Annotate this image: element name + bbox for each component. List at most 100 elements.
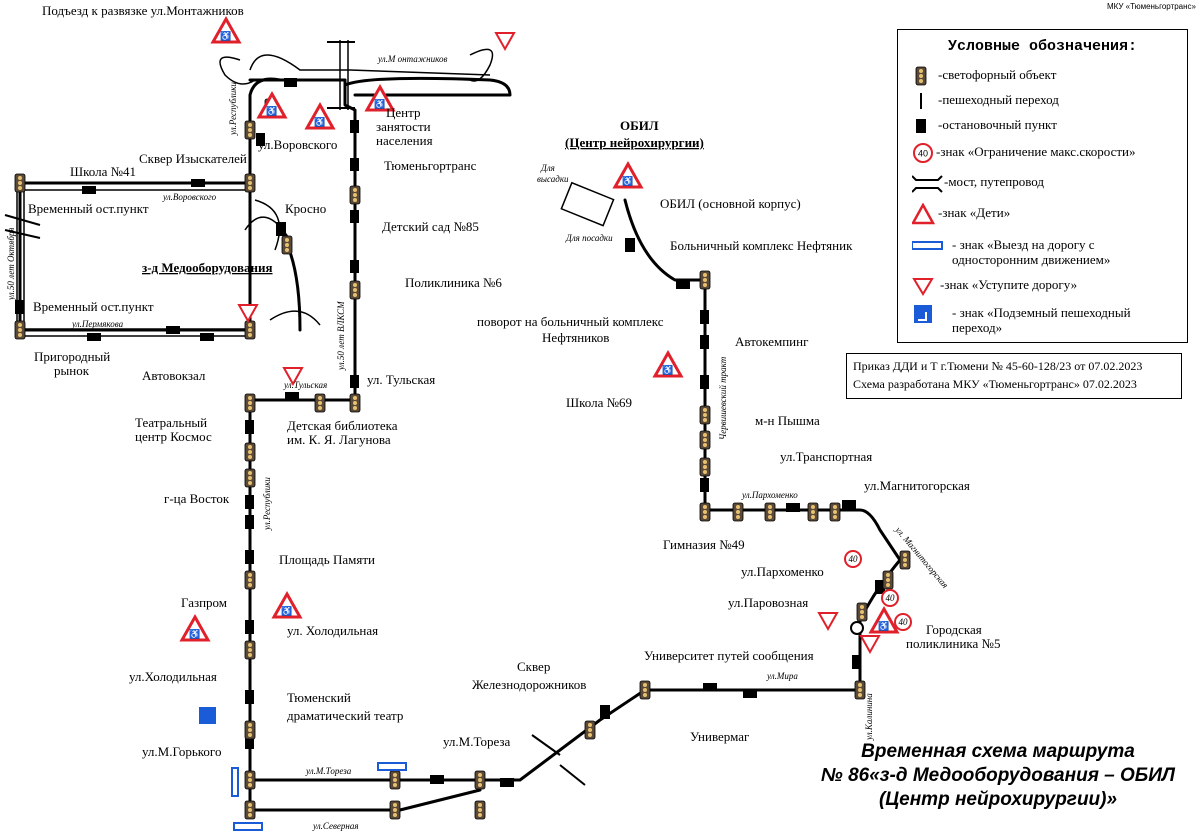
stop-label: Сквер [517, 659, 550, 674]
children-sign-icon [912, 203, 936, 225]
stop-label: Универмаг [690, 729, 749, 744]
stop-label: ОБИЛ (основной корпус) [660, 196, 801, 211]
zone-label: высадки [537, 174, 569, 184]
legend-text: -знак «Уступите дорогу» [940, 277, 1078, 292]
stop-label: ул.М.Горького [142, 744, 221, 759]
stop-label: ул. Холодильная [287, 623, 378, 638]
legend-text: -знак «Ограничение макс.скорости» [936, 144, 1136, 159]
stop-label: Временный ост.пункт [33, 299, 154, 314]
map-labels: Подъезд к развязке ул.Монтажников ул.Вор… [6, 3, 1000, 831]
stop-label: центр Космос [135, 429, 212, 444]
legend: Условные обозначения: -светофорный объек… [897, 29, 1188, 343]
stop-label: ул.Магнитогорская [864, 478, 970, 493]
stop-label: занятости [376, 119, 431, 134]
stop-label: Больничный комплекс Нефтяник [670, 238, 853, 253]
stop-label: поликлиника №5 [906, 636, 1000, 651]
pedestrian-crossing-icon [920, 93, 922, 109]
stop-label: ул.Транспортная [780, 449, 872, 464]
give-way-sign-icon [912, 278, 934, 296]
street-label: ул.Тульская [283, 380, 327, 390]
scheme-title-line: (Центр нейрохирургии)» [878, 789, 1118, 810]
stop-label: Центр [386, 105, 420, 120]
stop-label: драматический театр [287, 708, 403, 723]
legend-text: -пешеходный переход [938, 92, 1059, 107]
legend-text: -светофорный объект [938, 67, 1057, 82]
terminal-label: (Центр нейрохирургии) [565, 135, 704, 150]
legend-text: -знак «Дети» [938, 205, 1011, 220]
stop-label: Подъезд к развязке ул.Монтажников [42, 3, 244, 18]
stop-label: Тюменский [287, 690, 351, 705]
stop-label: ул.Холодильная [129, 669, 217, 684]
street-label: ул.Мира [766, 671, 798, 681]
street-label: ул.Пархоменко [741, 490, 798, 500]
stop-label: Поликлиника №6 [405, 275, 502, 290]
order-line: Схема разработана МКУ «Тюменьгортранс» 0… [853, 377, 1137, 391]
street-label: ул.Северная [312, 821, 359, 831]
speed-sign-value: 40 [886, 593, 896, 603]
speed-sign-value: 40 [918, 149, 928, 159]
order-box: Приказ ДДИ и Т г.Тюмени № 45-60-128/23 о… [846, 353, 1182, 399]
stop-label: Нефтяников [542, 330, 609, 345]
speed-sign-value: 40 [899, 617, 909, 627]
road-signs: 40 40 40 [180, 17, 912, 831]
stop-label: Пригородный [34, 349, 110, 364]
terminal-label: ОБИЛ [620, 118, 659, 133]
bus-stop-icon [916, 119, 926, 133]
street-label: ул.Калинина [864, 693, 874, 741]
stop-label: Школа №41 [70, 164, 136, 179]
stop-label: Кросно [285, 201, 326, 216]
stop-label: ул. Тульская [367, 372, 435, 387]
organization-header: МКУ «Тюменьгортранс» [1106, 2, 1196, 11]
stop-label: Университет путей сообщения [644, 648, 814, 663]
stop-label: Газпром [181, 595, 227, 610]
legend-text: -остановочный пункт [938, 117, 1057, 132]
zone-label: Для посадки [565, 233, 613, 243]
stop-label: Театральный [135, 415, 207, 430]
street-label: ул.Республики [262, 477, 272, 531]
speed-limit-sign-icon: 40 [913, 143, 933, 163]
stop-label: поворот на больничный комплекс [477, 314, 664, 329]
stop-label: ул.М.Тореза [443, 734, 511, 749]
stop-label: ул.Воровского [258, 137, 337, 152]
legend-text: - знак «Подземный пешеходный переход» [952, 305, 1131, 335]
bridges [4, 41, 586, 786]
stop-label: Автовокзал [142, 368, 206, 383]
stop-label: Детский сад №85 [382, 219, 479, 234]
street-label: ул.Воровского [162, 192, 217, 202]
route-line [18, 76, 902, 812]
stop-label: рынок [54, 363, 90, 378]
stop-label: м-н Пышма [755, 413, 820, 428]
order-line: Приказ ДДИ и Т г.Тюмени № 45-60-128/23 о… [853, 359, 1143, 373]
street-label: Червишевский тракт [718, 356, 728, 440]
terminal-label: з-д Медооборудования [142, 260, 273, 275]
stop-label: ул.Пархоменко [741, 564, 824, 579]
scheme-title-line: Временная схема маршрута [861, 741, 1135, 762]
underground-crossing-sign-icon [914, 305, 932, 323]
stop-label: г-ца Восток [164, 491, 230, 506]
bridge-icon [912, 175, 943, 193]
zone-label: Для [540, 163, 555, 173]
stop-label: Временный ост.пункт [28, 201, 149, 216]
scheme-title: Временная схема маршрута № 86«з-д Медооб… [808, 740, 1188, 812]
stop-label: Тюменьгортранс [384, 158, 477, 173]
stop-label: Автокемпинг [735, 334, 808, 349]
street-label: ул.50 лет Октября [6, 228, 16, 301]
legend-title: Условные обозначения: [947, 38, 1138, 55]
stop-label: Гимназия №49 [663, 537, 745, 552]
stop-label: Железнодорожников [472, 677, 586, 692]
stop-label: населения [376, 133, 433, 148]
speed-sign-value: 40 [849, 554, 859, 564]
one-way-exit-sign-icon [912, 241, 943, 250]
street-label: ул.М.Тореза [305, 766, 352, 776]
stop-label: Сквер Изыскателей [139, 151, 247, 166]
stop-label: Площадь Памяти [279, 552, 375, 567]
legend-text: -мост, путепровод [944, 174, 1045, 189]
traffic-light-icon [915, 66, 927, 86]
obil-building-icon [560, 181, 615, 227]
stop-label: Школа №69 [566, 395, 632, 410]
street-label: ул.М онтажников [377, 54, 447, 64]
street-label: ул.Республики [228, 82, 238, 136]
street-label: ул.Пермякова [71, 319, 124, 329]
stop-label: Городская [926, 622, 982, 637]
